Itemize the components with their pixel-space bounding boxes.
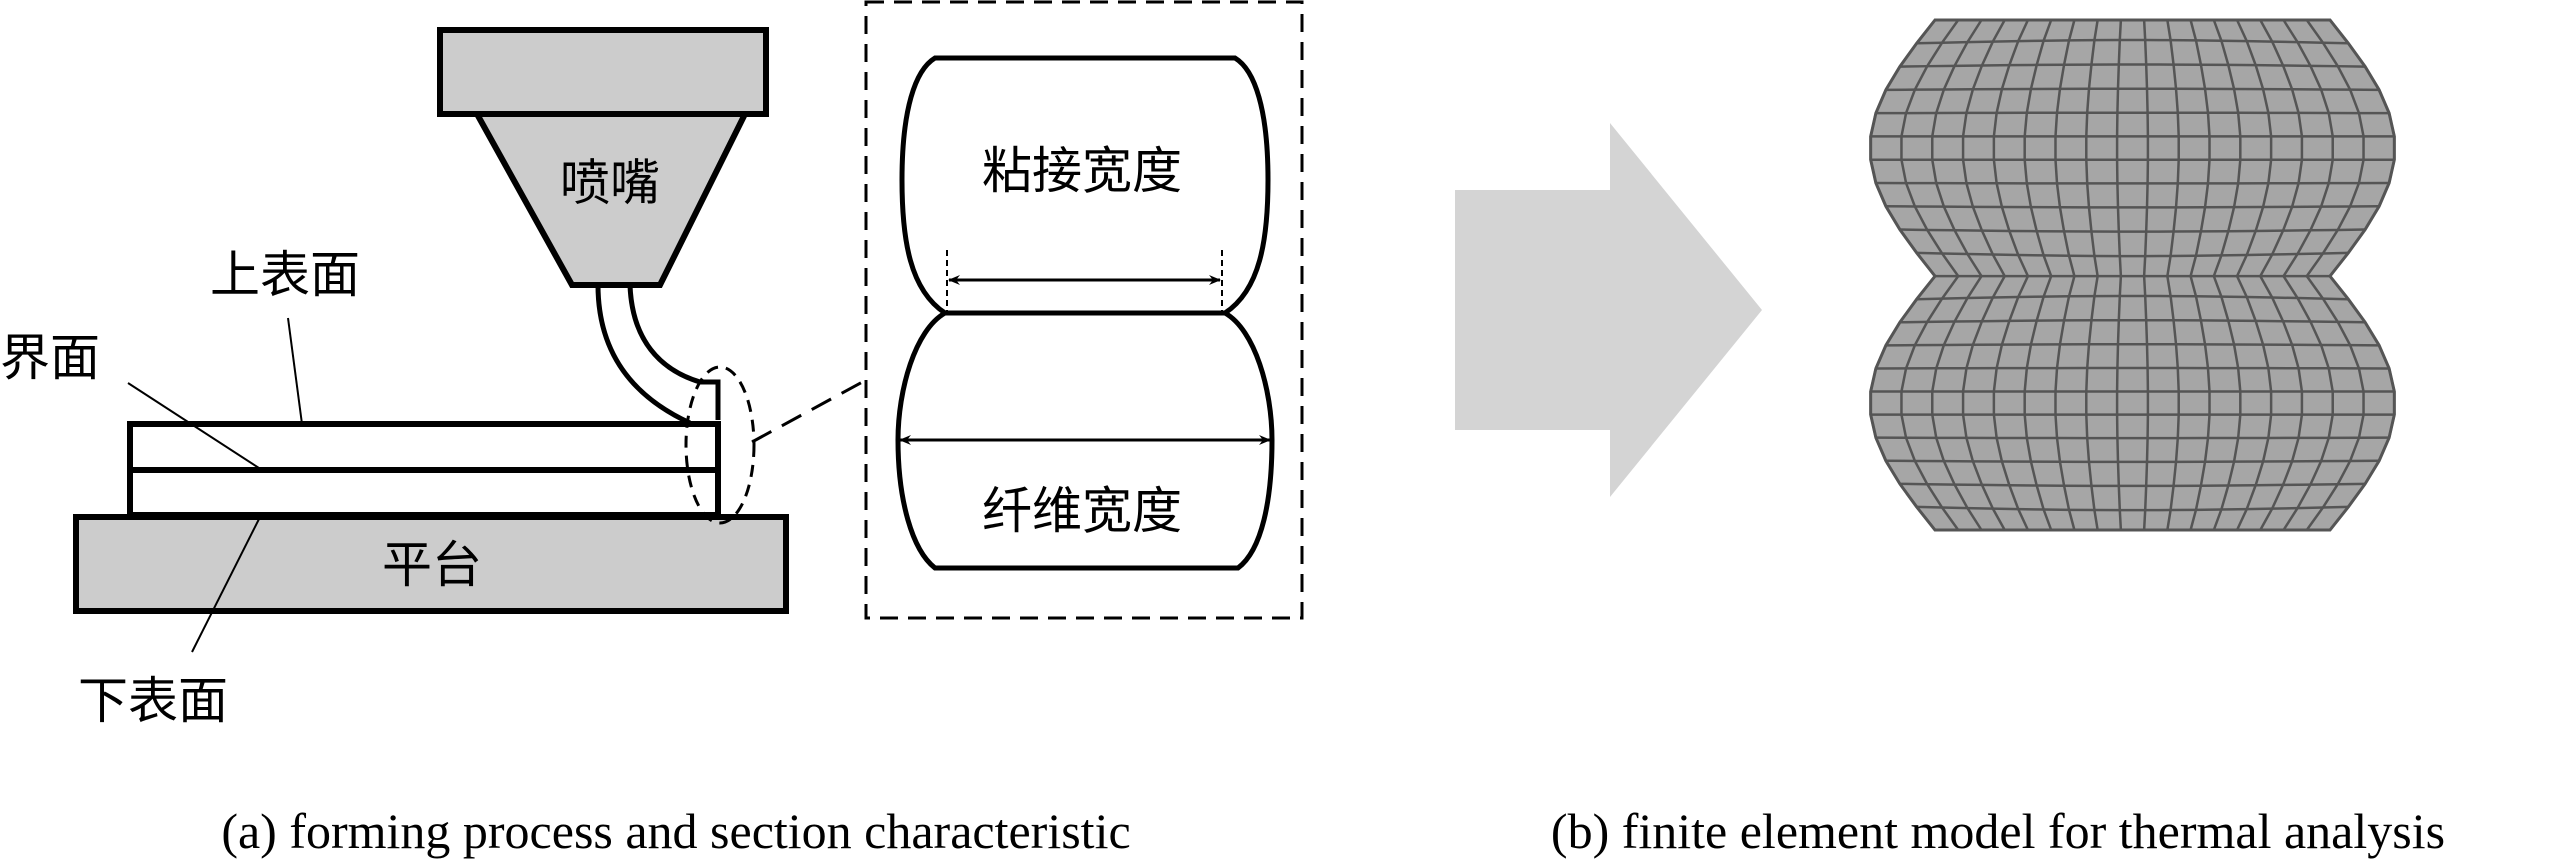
mesh-row-line — [1916, 251, 2349, 258]
mesh-column-line — [1931, 19, 1983, 531]
extruded-filament — [595, 284, 721, 426]
mesh-column-line — [2085, 19, 2099, 531]
mesh-column-line — [2189, 19, 2211, 531]
nozzle — [471, 111, 750, 288]
mesh-column-line — [2142, 19, 2150, 531]
mesh-column-line — [2212, 19, 2242, 531]
mesh-column-line — [2115, 19, 2123, 531]
mesh-column-line — [2328, 19, 2396, 531]
lower-layer — [127, 467, 721, 518]
mesh-row-line — [1916, 294, 2349, 301]
detail-leader-dashed — [751, 378, 867, 444]
mesh-row-line — [1885, 343, 2380, 347]
mesh-column-line — [2305, 19, 2365, 531]
lower-surface-label: 下表面 — [78, 672, 228, 730]
platform — [73, 514, 789, 614]
interface-leader — [127, 382, 263, 471]
mesh-column-line — [2054, 19, 2076, 531]
interface-label: 界面 — [0, 329, 100, 387]
transition-arrow — [1455, 123, 1762, 497]
finite-element-mesh — [1869, 18, 2396, 532]
upper-bead-section — [899, 55, 1271, 316]
section-detail-box — [864, 0, 1304, 620]
mesh-row-line — [1885, 459, 2380, 464]
mesh-column-line — [2023, 19, 2053, 531]
bond-width-label: 粘接宽度 — [982, 142, 1182, 200]
panel-a-forming-process: 喷嘴 平台 上表面 界面 下表面 粘接宽度 纤维宽度 (a) forming p… — [0, 0, 1304, 859]
nozzle-holder-block — [437, 27, 769, 117]
upper-surface-leader — [287, 317, 303, 425]
mesh-column-line — [1869, 19, 1937, 531]
mesh-row-line — [1885, 205, 2380, 209]
fiber-width-label: 纤维宽度 — [982, 482, 1182, 540]
panel-b-finite-element-model: (b) finite element model for thermal ana… — [1455, 18, 2445, 859]
mesh-column-line — [2282, 19, 2334, 531]
caption-b: (b) finite element model for thermal ana… — [1551, 803, 2445, 859]
mesh-row-line — [1916, 505, 2349, 512]
detail-ellipse — [684, 365, 756, 525]
lower-surface-leader — [191, 516, 261, 653]
mesh-row-line — [1885, 87, 2380, 92]
caption-a: (a) forming process and section characte… — [221, 803, 1130, 859]
mesh-row-line — [1899, 228, 2366, 233]
mesh-column-line — [1992, 19, 2030, 531]
mesh-row-line — [1899, 482, 2366, 488]
mesh-column-line — [1961, 19, 2007, 531]
mesh-row-line — [1899, 63, 2366, 68]
nozzle-label: 喷嘴 — [560, 154, 660, 212]
mesh-column-line — [2166, 19, 2180, 531]
upper-layer — [127, 421, 721, 473]
mesh-column-line — [2235, 19, 2273, 531]
mesh-row-line — [1899, 318, 2366, 324]
mesh-column-line — [1900, 19, 1960, 531]
mesh-column-line — [2258, 19, 2304, 531]
upper-surface-label: 上表面 — [210, 246, 360, 304]
platform-label: 平台 — [382, 536, 482, 594]
mesh-row-line — [1916, 38, 2349, 45]
